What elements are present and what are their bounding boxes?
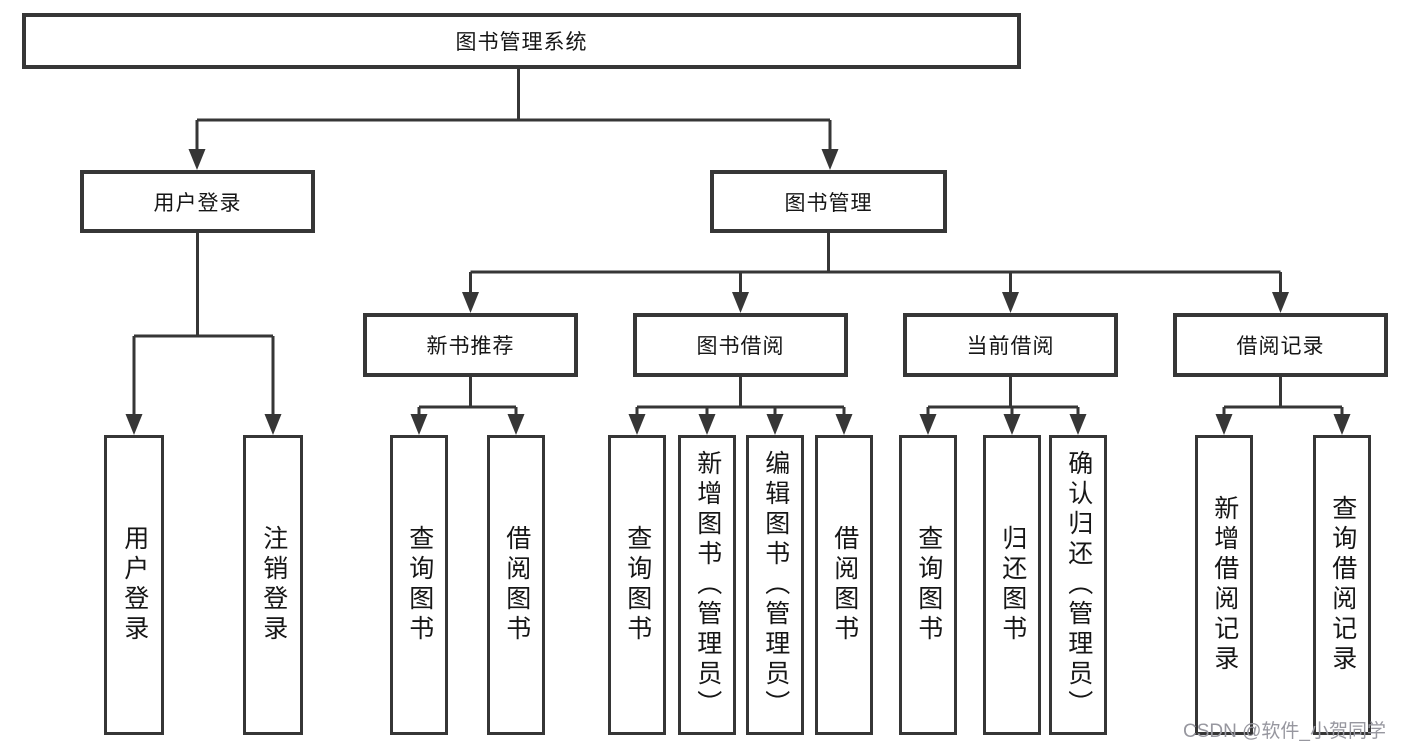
node-root: 图书管理系统	[22, 13, 1021, 69]
arrowheads-level3	[462, 292, 1289, 313]
node-leaf-rec-query-books: 查询图书	[390, 435, 448, 735]
node-leaf-cb-confirm-return-label: 确认归还（管理员）	[1064, 450, 1093, 720]
node-leaf-bb-query-books-label: 查询图书	[623, 525, 652, 645]
node-leaf-bb-add-books: 新增图书（管理员）	[678, 435, 736, 735]
node-book-borrowing: 图书借阅	[633, 313, 848, 377]
node-leaf-rec-borrow-books-label: 借阅图书	[502, 525, 531, 645]
node-user-login-label: 用户登录	[153, 191, 242, 215]
node-current-borrowing: 当前借阅	[903, 313, 1118, 377]
arrowheads-current-borrow	[919, 414, 1087, 435]
connector-book-borrow	[635, 377, 846, 416]
arrowheads-book-borrow	[628, 414, 853, 435]
node-leaf-bb-query-books: 查询图书	[608, 435, 666, 735]
node-leaf-logout-label: 注销登录	[259, 525, 288, 645]
node-leaf-cb-confirm-return: 确认归还（管理员）	[1049, 435, 1107, 735]
node-leaf-user-login-label: 用户登录	[120, 525, 149, 645]
node-leaf-user-login: 用户登录	[104, 435, 164, 735]
arrowheads-user-login	[125, 414, 282, 435]
node-leaf-rec-query-books-label: 查询图书	[405, 525, 434, 645]
node-leaf-br-add-record-label: 新增借阅记录	[1210, 495, 1239, 675]
node-book-management: 图书管理	[710, 170, 947, 233]
node-leaf-cb-query-books: 查询图书	[899, 435, 957, 735]
node-leaf-rec-borrow-books: 借阅图书	[487, 435, 545, 735]
node-leaf-cb-query-books-label: 查询图书	[914, 525, 943, 645]
node-user-login: 用户登录	[80, 170, 315, 233]
node-leaf-bb-borrow-books: 借阅图书	[815, 435, 873, 735]
node-leaf-bb-edit-books-label: 编辑图书（管理员）	[761, 450, 790, 720]
node-leaf-bb-borrow-books-label: 借阅图书	[830, 525, 859, 645]
node-new-book-recommendation-label: 新书推荐	[426, 335, 515, 358]
csdn-watermark: CSDN @软件_小贺同学	[1183, 721, 1386, 742]
node-borrowing-records: 借阅记录	[1173, 313, 1388, 377]
node-leaf-bb-add-books-label: 新增图书（管理员）	[693, 450, 722, 720]
arrowheads-borrow-record	[1215, 414, 1351, 435]
node-borrowing-records-label: 借阅记录	[1236, 335, 1325, 358]
node-leaf-bb-edit-books: 编辑图书（管理员）	[746, 435, 804, 735]
node-leaf-br-query-record-label: 查询借阅记录	[1328, 495, 1357, 675]
node-new-book-recommendation: 新书推荐	[363, 313, 578, 377]
node-current-borrowing-label: 当前借阅	[966, 335, 1055, 358]
node-leaf-br-add-record: 新增借阅记录	[1195, 435, 1253, 735]
connector-borrow-record	[1222, 377, 1344, 416]
node-leaf-logout: 注销登录	[243, 435, 303, 735]
arrowheads-level2	[188, 149, 839, 170]
connector-user-login	[132, 233, 275, 416]
connector-current-borrow	[926, 377, 1080, 416]
node-leaf-cb-return-books-label: 归还图书	[998, 525, 1027, 645]
node-book-management-label: 图书管理	[784, 191, 873, 215]
node-root-label: 图书管理系统	[455, 31, 588, 54]
node-book-borrowing-label: 图书借阅	[696, 335, 785, 358]
node-leaf-cb-return-books: 归还图书	[983, 435, 1041, 735]
connector-root-to-level2	[195, 69, 832, 152]
connector-new-book-rec	[417, 377, 518, 416]
connector-book-mgmt	[469, 233, 1282, 294]
arrowheads-new-book-rec	[410, 414, 525, 435]
node-leaf-br-query-record: 查询借阅记录	[1313, 435, 1371, 735]
